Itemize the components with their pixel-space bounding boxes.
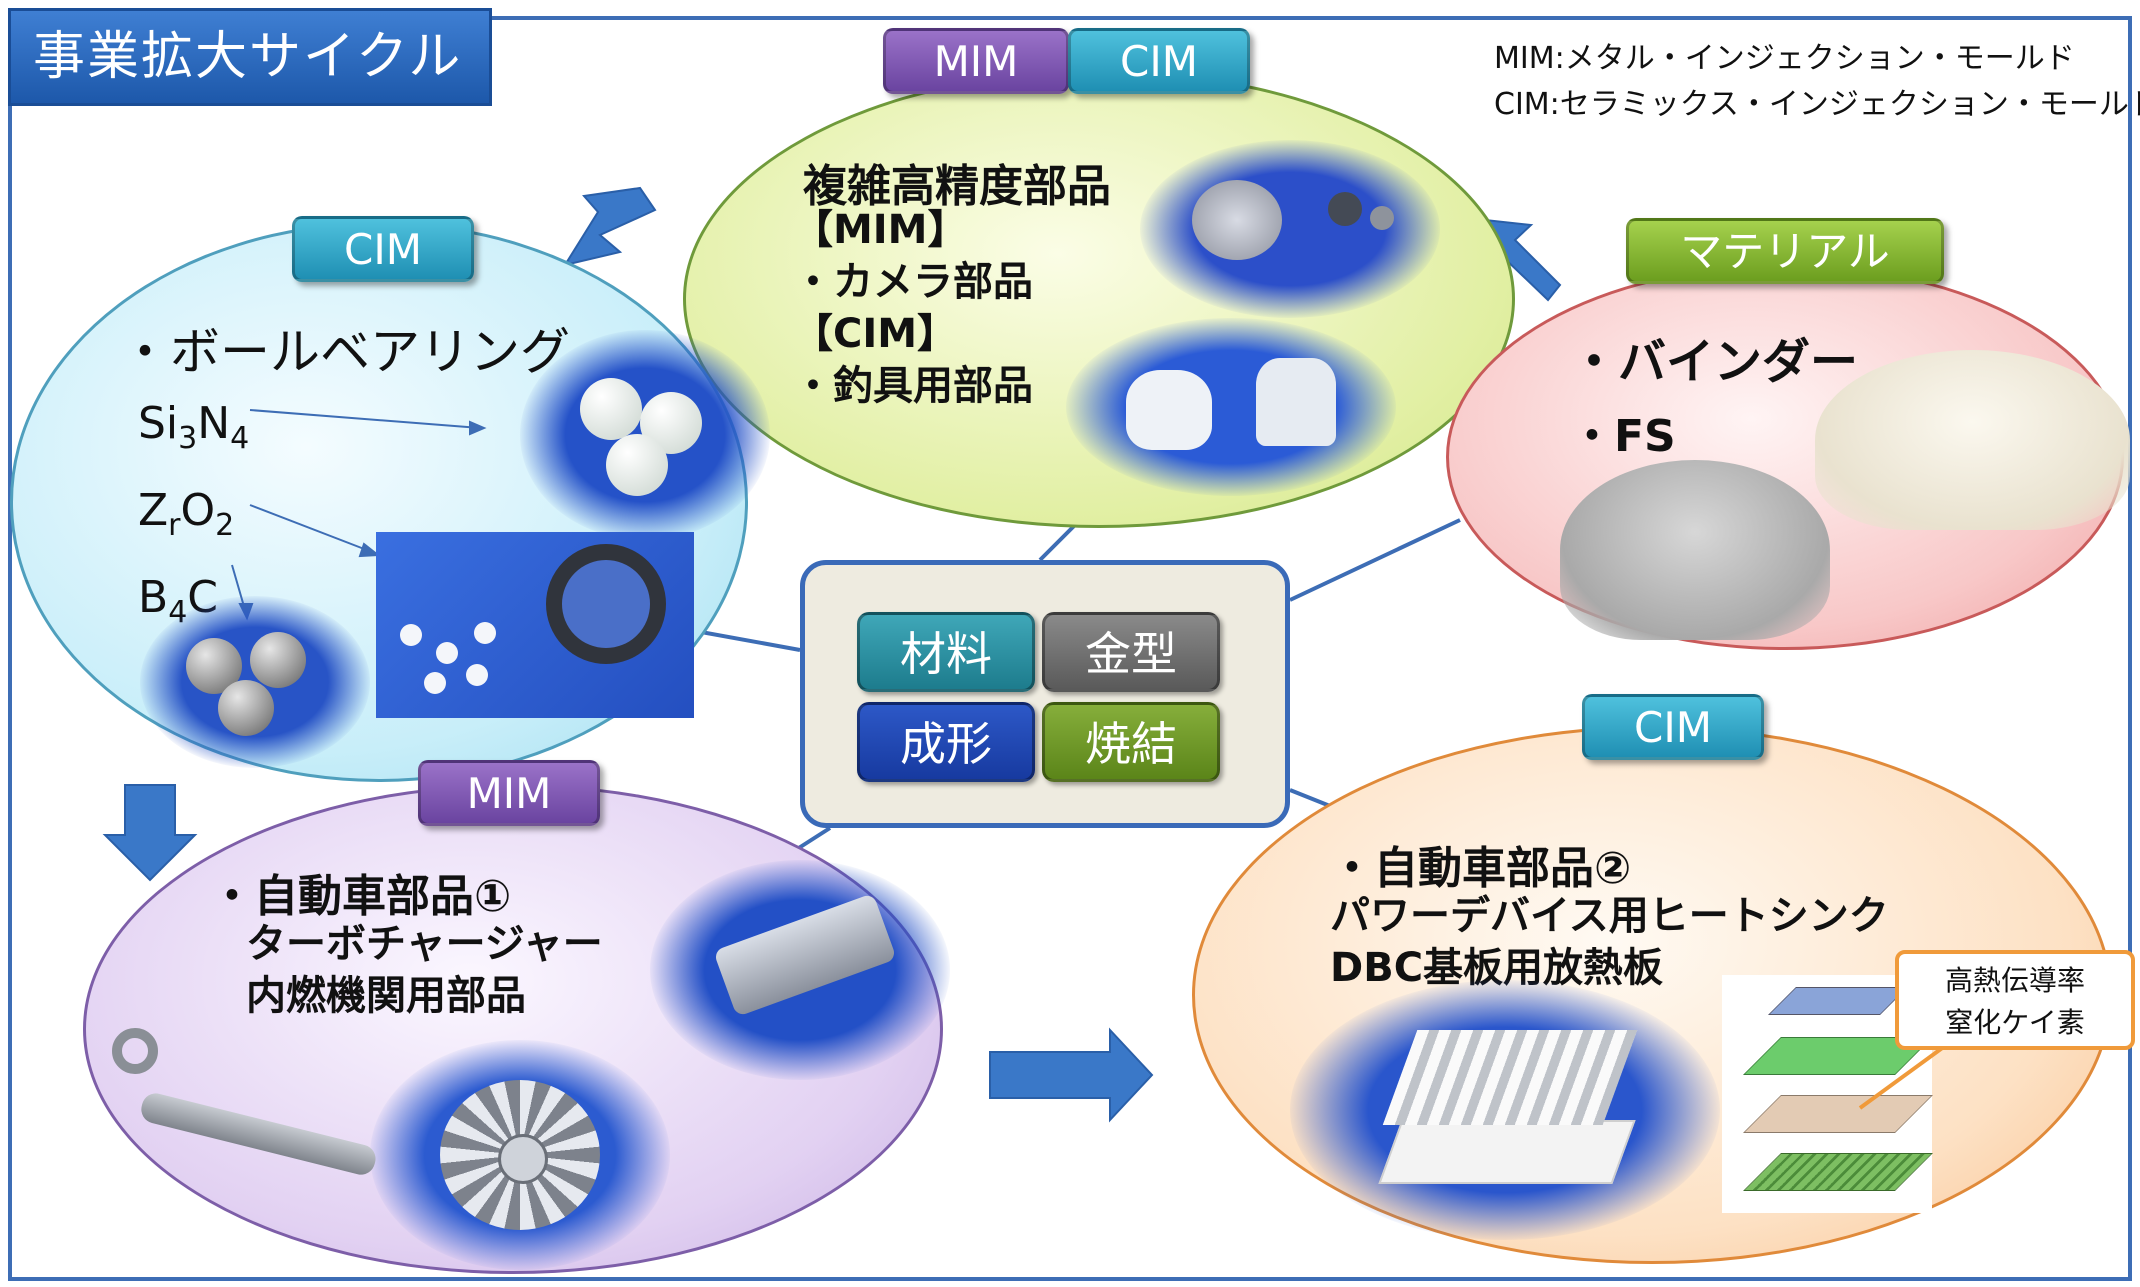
binder-powder-image bbox=[1815, 350, 2130, 530]
sintering-button: 焼結 bbox=[1042, 702, 1220, 782]
ceramic-balls-photo bbox=[520, 330, 770, 540]
metal-ring-image bbox=[1192, 180, 1282, 260]
tag-mim-top: MIM bbox=[883, 28, 1069, 94]
ceramic-part-image bbox=[1256, 358, 1336, 446]
complex-parts-heading: 複雑高精度部品 bbox=[803, 161, 1111, 212]
abbreviation-legend: MIM:メタル・インジェクション・モールド CIM:セラミックス・インジェクショ… bbox=[1494, 36, 2140, 128]
small-ball-image bbox=[466, 664, 488, 686]
callout-line: 高熱伝導率 bbox=[1944, 964, 2085, 997]
legend-cim: CIM:セラミックス・インジェクション・モールド bbox=[1494, 87, 2140, 122]
ceramic-ball-image bbox=[580, 378, 642, 440]
small-part-image bbox=[1370, 206, 1394, 230]
ceramic-part-image bbox=[1126, 370, 1212, 450]
tag-cim-botright: CIM bbox=[1582, 694, 1764, 760]
impeller-photo bbox=[370, 1040, 670, 1270]
list-item: 【MIM】 bbox=[793, 207, 968, 253]
list-item: ターボチャージャー bbox=[246, 921, 603, 967]
automotive-parts-1-heading: ・自動車部品① bbox=[210, 871, 512, 922]
formula-b4c: B4C bbox=[138, 571, 219, 630]
callout-line: 窒化ケイ素 bbox=[1945, 1006, 2085, 1039]
tag-material: マテリアル bbox=[1626, 218, 1944, 284]
metal-balls-photo bbox=[140, 596, 370, 768]
engine-part-drawing bbox=[102, 1020, 382, 1178]
ball-bearing-heading: ・ボールベアリング bbox=[120, 323, 570, 381]
metal-ball-image bbox=[250, 632, 306, 688]
list-item: ・釣具用部品 bbox=[793, 363, 1033, 409]
list-item: 内燃機関用部品 bbox=[246, 973, 526, 1019]
automotive-parts-1-list: ターボチャージャー 内燃機関用部品 bbox=[246, 918, 603, 1022]
arrow-left-to-botleft bbox=[102, 784, 198, 882]
automotive-parts-2-heading: ・自動車部品② bbox=[1330, 843, 1632, 894]
molding-button: 成形 bbox=[857, 702, 1035, 782]
fs-label: ・FS bbox=[1570, 411, 1676, 462]
tag-cim-top: CIM bbox=[1068, 28, 1250, 94]
heat-sink-photo bbox=[1290, 980, 1720, 1240]
mold-button: 金型 bbox=[1042, 612, 1220, 692]
bearing-photo bbox=[376, 532, 694, 718]
formula-si3n4: Si3N4 bbox=[138, 398, 250, 456]
small-ball-image bbox=[436, 642, 458, 664]
page-title: 事業拡大サイクル bbox=[8, 8, 492, 106]
arrow-botleft-to-botright bbox=[989, 1027, 1154, 1123]
list-item: パワーデバイス用ヒートシンク bbox=[1330, 893, 1889, 939]
material-button: 材料 bbox=[857, 612, 1035, 692]
pellets-image bbox=[1560, 460, 1830, 640]
turbo-part-photo bbox=[650, 860, 950, 1080]
material-formula-list: Si3N4 ZrO2 B4C bbox=[138, 388, 249, 648]
tag-cim-left: CIM bbox=[292, 216, 474, 282]
small-ball-image bbox=[400, 624, 422, 646]
camera-parts-photo bbox=[1140, 140, 1440, 318]
silicon-nitride-callout: 高熱伝導率 窒化ケイ素 bbox=[1895, 950, 2135, 1050]
complex-parts-list: 【MIM】 ・カメラ部品 【CIM】 ・釣具用部品 bbox=[793, 204, 1033, 412]
formula-zro2: ZrO2 bbox=[138, 484, 235, 543]
list-item: 【CIM】 bbox=[793, 311, 958, 357]
metal-ball-image bbox=[218, 680, 274, 736]
small-ball-image bbox=[424, 672, 446, 694]
connector-center-left bbox=[689, 628, 801, 652]
small-part-image bbox=[1328, 192, 1362, 226]
automotive-parts-2-list: パワーデバイス用ヒートシンク DBC基板用放熱板 bbox=[1330, 890, 1889, 994]
arrow-top-to-left bbox=[562, 186, 657, 267]
small-ball-image bbox=[474, 622, 496, 644]
impeller-hub-image bbox=[498, 1134, 548, 1184]
ceramic-ball-image bbox=[606, 434, 668, 496]
connector-center-right bbox=[1289, 518, 1461, 602]
binder-label: ・バインダー bbox=[1570, 334, 1859, 390]
engine-part-eye-image bbox=[112, 1028, 158, 1074]
fishing-parts-photo bbox=[1066, 318, 1396, 496]
tag-mim-botleft: MIM bbox=[418, 760, 600, 826]
list-item: ・カメラ部品 bbox=[793, 259, 1033, 305]
diagram-frame bbox=[8, 16, 2132, 1281]
process-center-box bbox=[800, 560, 1290, 828]
legend-mim: MIM:メタル・インジェクション・モールド bbox=[1494, 41, 2075, 76]
